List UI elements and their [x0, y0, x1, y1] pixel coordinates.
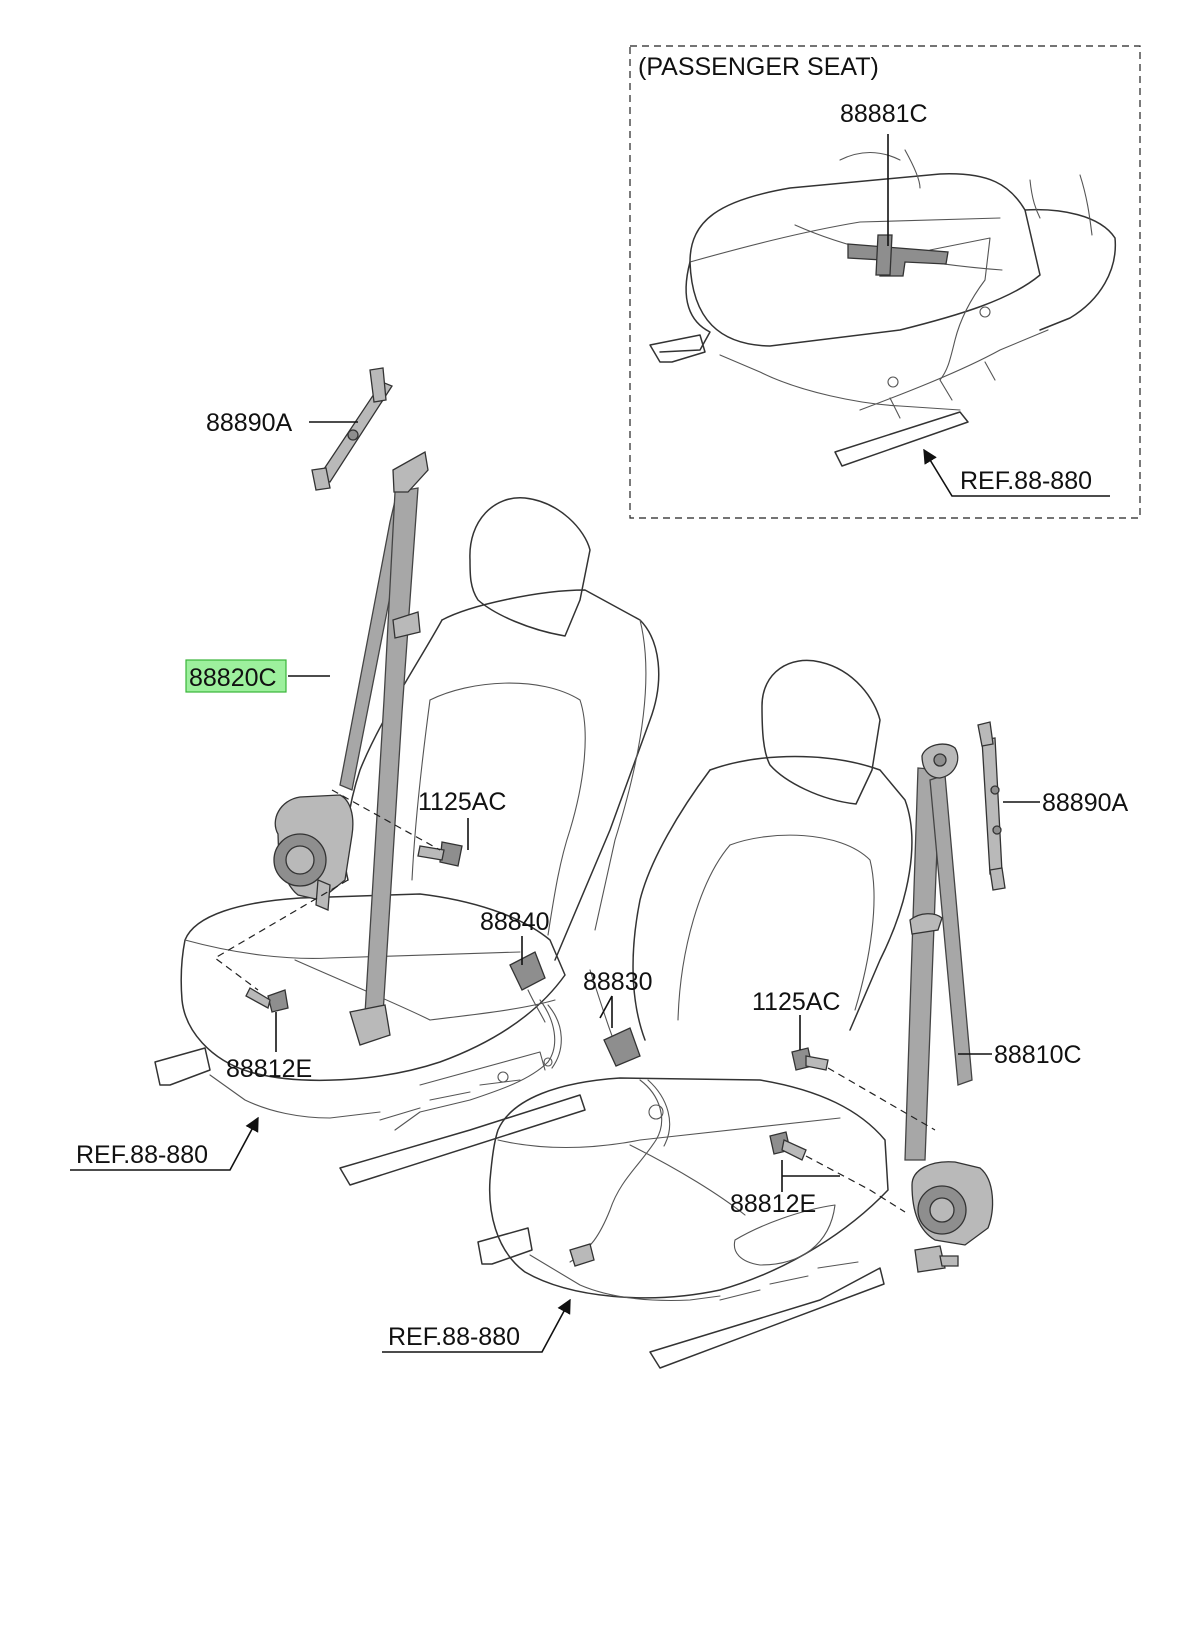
leader-88812E-right: [781, 1160, 840, 1192]
label-88881C: 88881C: [840, 100, 928, 128]
driver-seat-drawing: [154, 497, 660, 1186]
inset-title: (PASSENGER SEAT): [638, 53, 879, 81]
leader-88830: [599, 995, 613, 1028]
label-1125AC-right: 1125AC: [752, 988, 841, 1016]
driver-seat-belt-88820C: [273, 450, 429, 1046]
arrow-ref-left: [70, 1116, 259, 1171]
label-88830: 88830: [583, 968, 653, 996]
label-88840: 88840: [480, 908, 550, 936]
label-1125AC-left: 1125AC: [418, 788, 507, 816]
left-upper-anchor-88890A: [311, 367, 393, 491]
passenger-seat-belt-88810C: [904, 743, 994, 1273]
passenger-seat-drawing: [477, 659, 913, 1369]
right-bolt-88812E: [769, 1131, 807, 1161]
label-ref-bottom: REF.88-880: [388, 1323, 520, 1351]
inset-seat-cushion-drawing: [649, 149, 1117, 467]
arrow-ref-bottom: [382, 1298, 571, 1353]
label-88812E-right: 88812E: [730, 1190, 816, 1218]
highlight-88820C: [185, 659, 287, 693]
inset-dashed-frame: [629, 45, 1141, 519]
right-upper-anchor-88890A: [977, 721, 1006, 891]
label-88810C: 88810C: [994, 1041, 1082, 1069]
arrow-ref-inset: [923, 448, 1110, 497]
left-mounting-dash-lower: [213, 879, 349, 991]
label-88820C[interactable]: 88820C: [189, 664, 277, 692]
left-bolt-88812E: [245, 987, 289, 1013]
passenger-seat-inset: (PASSENGER SEAT) 88881C REF.8: [629, 45, 1141, 519]
label-ref-left: REF.88-880: [76, 1141, 208, 1169]
left-mounting-dash-upper: [331, 789, 441, 851]
label-ref-inset: REF.88-880: [960, 467, 1092, 495]
label-88890A-left: 88890A: [206, 409, 293, 437]
right-mounting-dash-lower: [805, 1155, 906, 1213]
left-bolt-1125AC: [417, 841, 463, 867]
right-bolt-1125AC: [791, 1047, 829, 1071]
right-mounting-dash-upper: [827, 1067, 936, 1131]
label-88812E-left: 88812E: [226, 1055, 312, 1083]
label-88890A-right: 88890A: [1042, 789, 1129, 817]
